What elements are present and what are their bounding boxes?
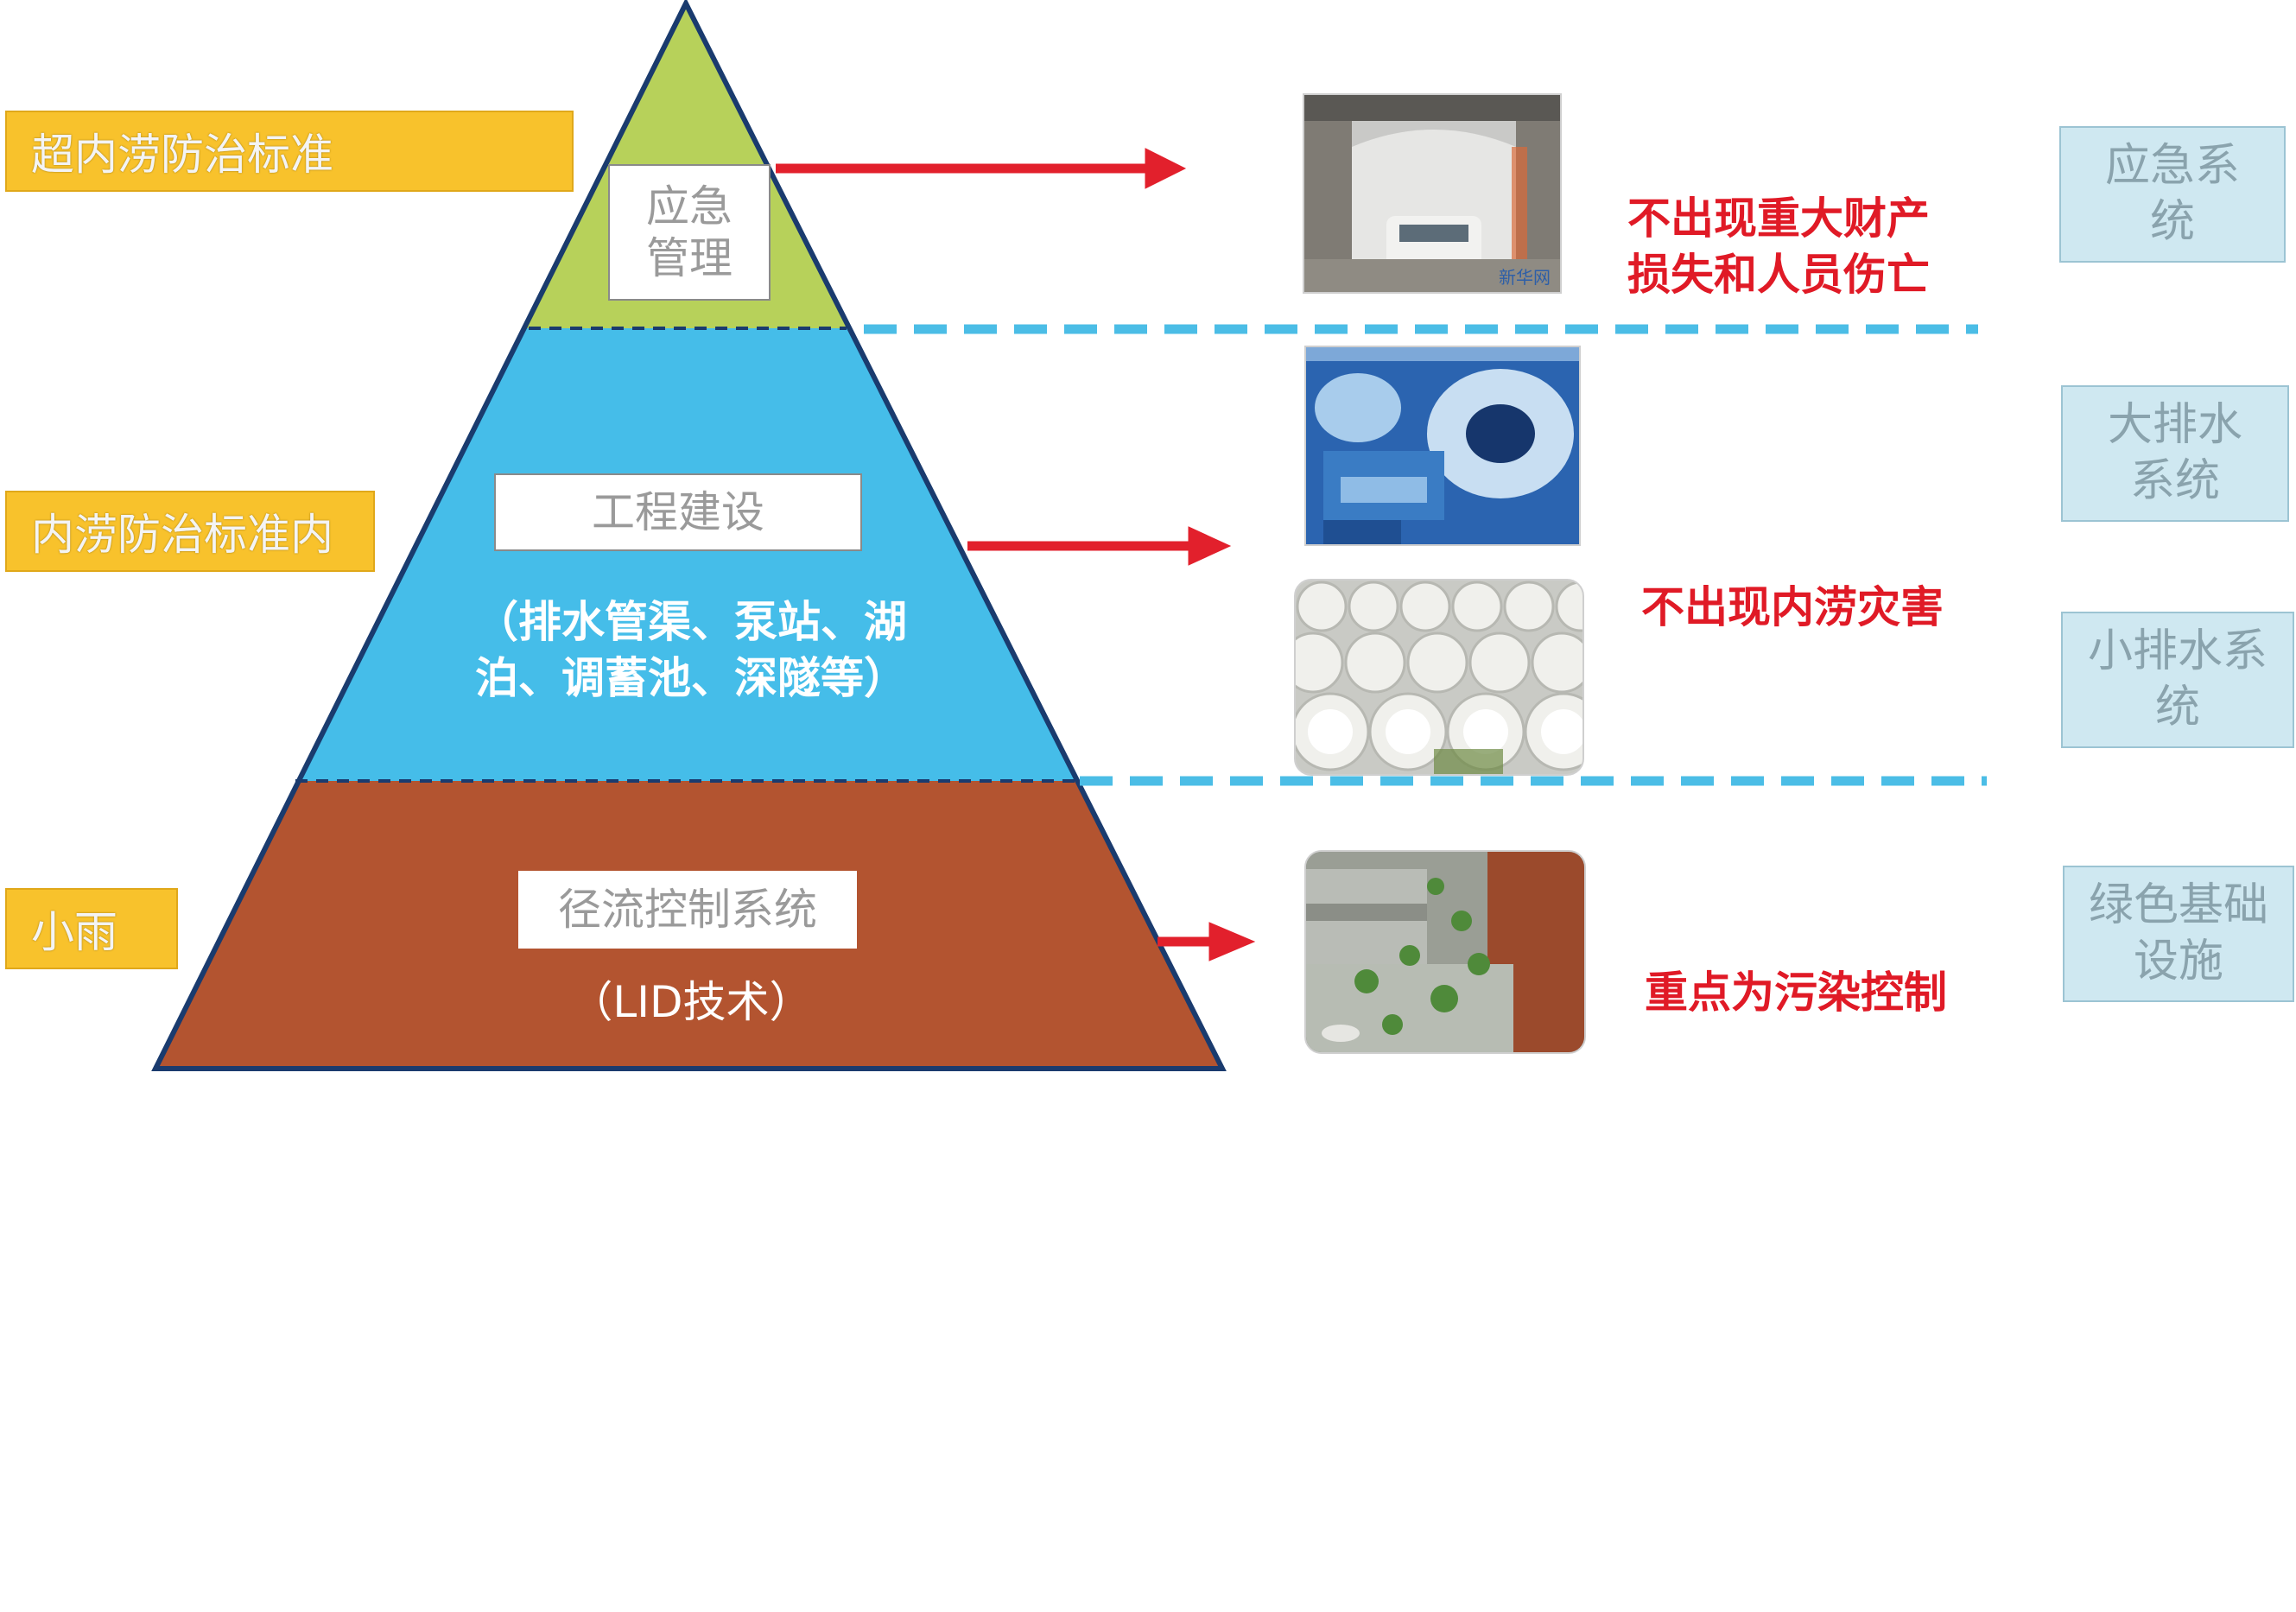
runoff-control-label: 径流控制系统 bbox=[518, 871, 857, 949]
goal-top: 不出现重大财产 损失和人员伤亡 bbox=[1627, 135, 1930, 303]
goal-top-text: 不出现重大财产 损失和人员伤亡 bbox=[1627, 194, 1930, 300]
tag-light-rain: 小雨 bbox=[5, 888, 178, 969]
photo-deep-tunnel bbox=[1304, 346, 1581, 546]
system-emergency-label: 应急系 统 bbox=[2104, 140, 2240, 248]
tag-within-standard-label: 内涝防治标准内 bbox=[31, 510, 333, 560]
emergency-management-label: 应急 管理 bbox=[608, 164, 771, 301]
tag-above-standard: 超内涝防治标准 bbox=[5, 111, 574, 192]
tag-above-standard-label: 超内涝防治标准 bbox=[31, 130, 333, 180]
goal-middle-text: 不出现内涝灾害 bbox=[1641, 582, 1944, 632]
runoff-control-text: 径流控制系统 bbox=[558, 885, 817, 935]
goal-bottom-text: 重点为污染控制 bbox=[1645, 968, 1947, 1018]
pyramid-outline bbox=[151, 0, 1227, 1071]
engineering-construction-text: 工程建设 bbox=[592, 487, 764, 537]
arrow-top bbox=[776, 148, 1187, 189]
tag-light-rain-label: 小雨 bbox=[31, 907, 117, 957]
system-major-drainage-label: 大排水 系统 bbox=[2107, 399, 2242, 507]
system-minor-drainage-label: 小排水系 统 bbox=[2087, 625, 2267, 733]
engineering-detail-line1: （排水管渠、泵站、湖 bbox=[475, 597, 907, 647]
photo-caption: 新华网 bbox=[1499, 267, 1551, 288]
system-emergency: 应急系 统 bbox=[2059, 126, 2286, 263]
system-major-drainage: 大排水 系统 bbox=[2061, 385, 2289, 522]
system-green-infrastructure-label: 绿色基础 设施 bbox=[2088, 879, 2268, 987]
photo-drain-pipes bbox=[1294, 579, 1584, 776]
engineering-detail-line2: 泊、调蓄池、深隧等） bbox=[475, 653, 907, 703]
engineering-detail: （排水管渠、泵站、湖 泊、调蓄池、深隧等） bbox=[432, 594, 950, 707]
lid-detail-text: （LID技术） bbox=[569, 977, 813, 1027]
arrow-middle bbox=[967, 526, 1232, 566]
system-minor-drainage: 小排水系 统 bbox=[2061, 612, 2294, 748]
system-green-infrastructure: 绿色基础 设施 bbox=[2063, 866, 2294, 1002]
emergency-management-text: 应急 管理 bbox=[646, 181, 733, 283]
tag-within-standard: 内涝防治标准内 bbox=[5, 491, 375, 572]
photo-bioretention bbox=[1304, 850, 1586, 1054]
goal-middle: 不出现内涝灾害 bbox=[1641, 524, 1944, 636]
photo-flooded-underpass: 新华网 bbox=[1303, 93, 1562, 294]
arrow-bottom bbox=[1158, 922, 1256, 961]
engineering-construction-label: 工程建设 bbox=[494, 473, 862, 551]
pyramid-tier-bottom bbox=[155, 781, 1222, 1069]
lid-detail: （LID技术） bbox=[484, 974, 898, 1031]
goal-bottom: 重点为污染控制 bbox=[1645, 909, 1947, 1021]
